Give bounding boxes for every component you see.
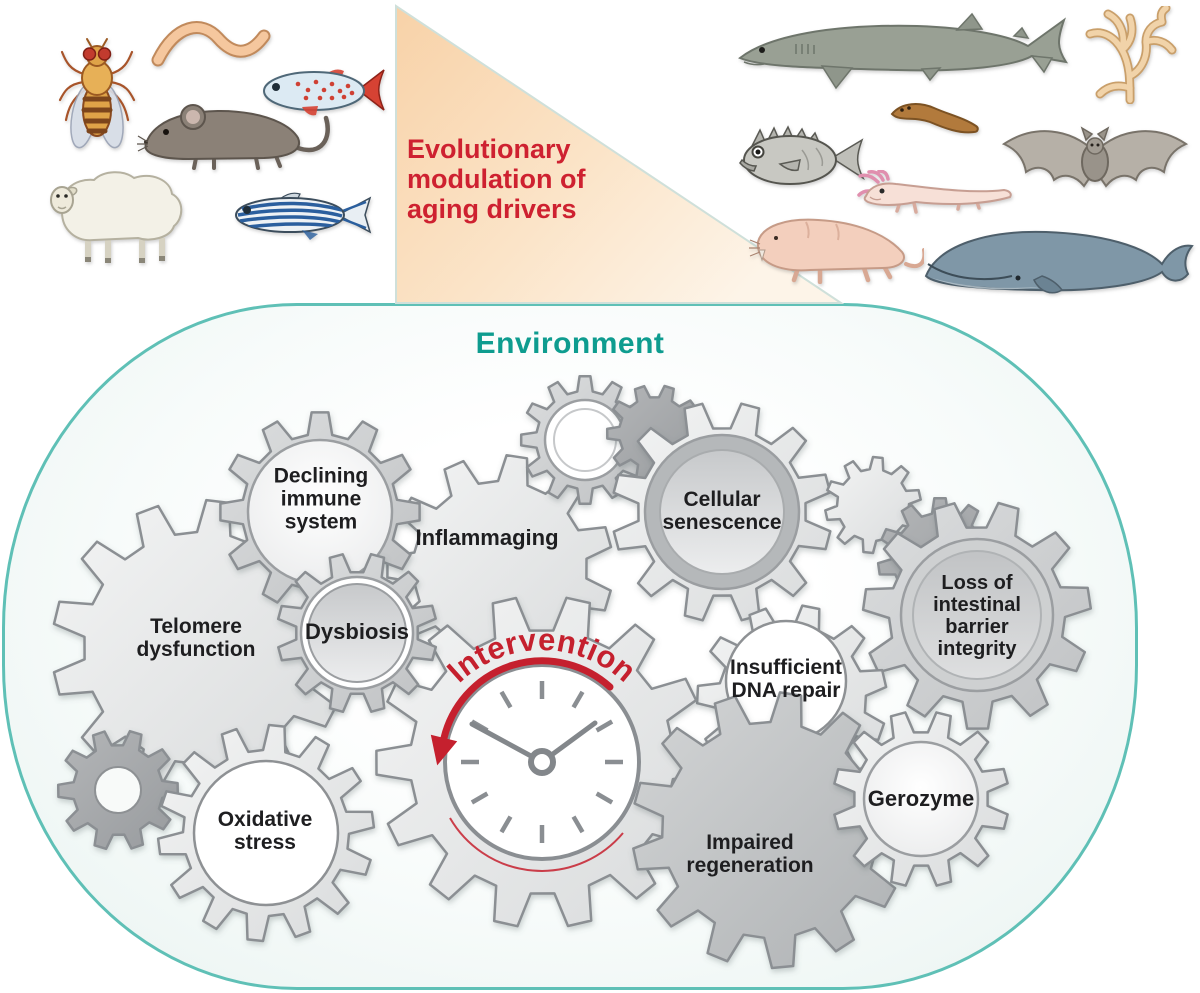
clock-tick xyxy=(595,791,614,805)
axolotl-icon xyxy=(856,169,1018,227)
gear-loss-of-intestinal-barrier-integrity-inner-1 xyxy=(912,550,1042,680)
label-loss-of-intestinal-barrier-integrity: Loss of intestinal barrier integrity xyxy=(933,572,1021,660)
gear-cellular-senescence-inner-1 xyxy=(659,449,785,575)
clock-tick xyxy=(595,719,614,733)
zebrafish-icon xyxy=(232,184,374,253)
label-cellular-senescence: Cellular senescence xyxy=(662,487,782,534)
label-insufficient-dna-repair: Insufficient DNA repair xyxy=(729,655,843,702)
gear-gerozyme-inner-0 xyxy=(862,740,980,858)
clock-tick xyxy=(571,815,585,834)
mouse-icon xyxy=(136,90,336,177)
greenland-shark-icon xyxy=(732,6,1072,109)
bowhead-whale-icon xyxy=(916,220,1194,315)
gear-oxidative-stress-inner-0 xyxy=(192,759,340,907)
clock-tick xyxy=(499,690,513,709)
label-declining-immune-system: Declining immune system xyxy=(273,464,369,534)
gear-small-light-right xyxy=(824,455,922,555)
intervention-arrowhead xyxy=(430,734,458,766)
rockfish-icon xyxy=(736,120,868,197)
gear-small-dark-bottom-left-inner-0 xyxy=(94,766,142,814)
evolution-triangle xyxy=(395,4,844,304)
naked-mole-rat-icon xyxy=(746,206,927,289)
label-inflammaging: Inflammaging xyxy=(415,524,559,550)
intervention-arrow-arc xyxy=(440,657,614,742)
clock-tick xyxy=(499,815,513,834)
clock-hub xyxy=(528,748,556,776)
coral-icon xyxy=(1070,3,1188,109)
planarian-icon xyxy=(886,96,984,143)
sheep-icon xyxy=(46,160,198,273)
roundworm-icon xyxy=(150,16,272,83)
label-dysbiosis: Dysbiosis xyxy=(305,618,409,644)
triangle-caption: Evolutionary modulation of aging drivers xyxy=(407,134,586,225)
label-gerozyme: Gerozyme xyxy=(867,785,975,811)
killifish-icon xyxy=(260,60,388,125)
gears-canvas: Intervention xyxy=(52,374,1093,970)
clock-tick xyxy=(571,690,585,709)
fruit-fly-icon xyxy=(58,36,136,163)
clock-ticks xyxy=(461,681,623,843)
label-impaired-regeneration: Impaired regeneration xyxy=(686,830,814,877)
gear-dysbiosis-inner-1 xyxy=(307,583,407,683)
intervention-thin-arc xyxy=(449,817,624,872)
clock-tick xyxy=(470,791,489,805)
bat-icon xyxy=(996,116,1194,209)
triangle-shape xyxy=(395,4,844,304)
label-oxidative-stress: Oxidative stress xyxy=(217,807,313,854)
gear-layer xyxy=(52,374,1093,970)
label-telomere-dysfunction: Telomere dysfunction xyxy=(136,614,256,661)
environment-title: Environment xyxy=(475,327,665,360)
